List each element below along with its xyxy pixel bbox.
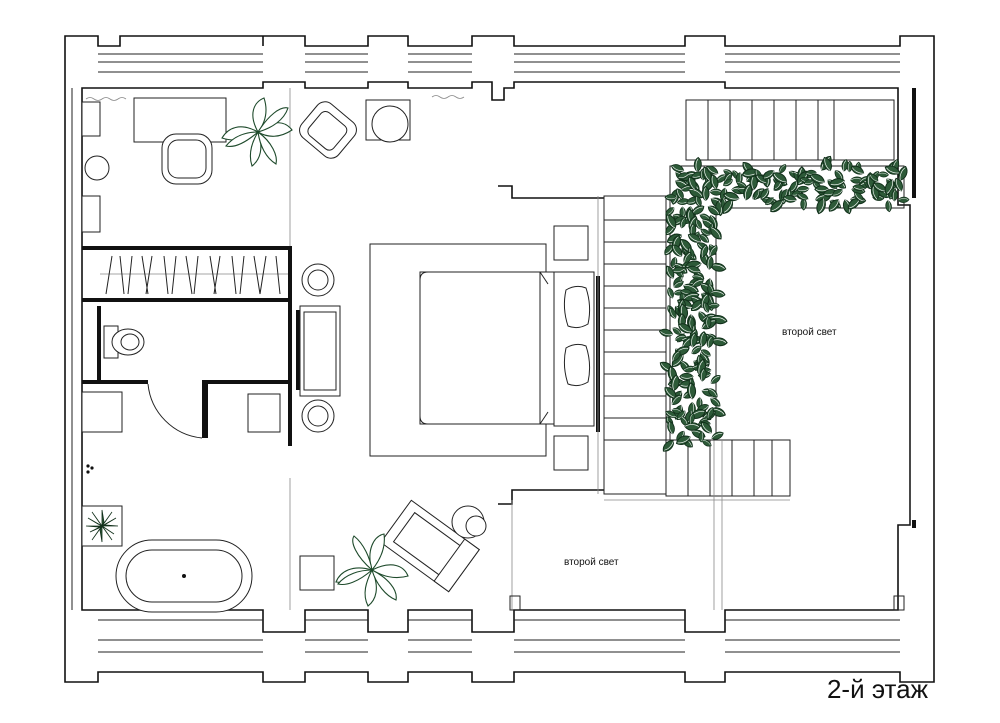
plant-office <box>221 97 293 167</box>
pillow <box>563 343 591 387</box>
bathroom <box>81 391 335 613</box>
bed <box>419 271 557 425</box>
round-stool <box>84 155 110 181</box>
armchair <box>299 101 357 159</box>
second-light-label-bottom: второй свет <box>564 557 619 568</box>
shower-fixture <box>86 464 94 474</box>
bedroom <box>369 225 595 593</box>
toilet <box>103 325 145 359</box>
plant-bedroom <box>335 533 409 607</box>
office-area <box>81 95 465 233</box>
floor-title: 2-й этаж <box>826 674 928 704</box>
lounge-chair <box>380 499 480 593</box>
planter-belt <box>658 155 910 452</box>
pillow <box>563 285 591 329</box>
nightstand <box>553 435 589 471</box>
plant-bathroom <box>85 509 119 543</box>
outer-walls <box>64 35 935 683</box>
stairs <box>509 99 905 611</box>
wardrobe <box>100 255 341 433</box>
second-light-label-right: второй свет <box>782 327 837 338</box>
nightstand <box>553 225 589 261</box>
